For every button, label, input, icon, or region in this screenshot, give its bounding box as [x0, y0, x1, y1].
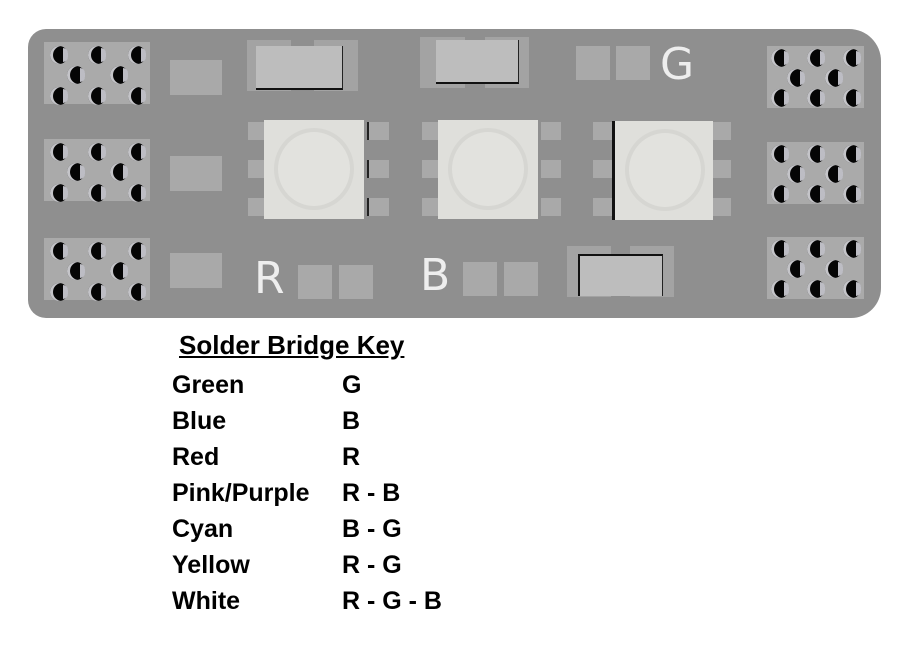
solder-bridge-g-pad-1 [576, 46, 610, 80]
led-3-pin [711, 198, 731, 216]
solder-bridge-r-pad-1 [298, 265, 332, 299]
key-color: White [172, 587, 241, 615]
led-3-pin [711, 122, 731, 140]
solder-bridge-g-pad-2 [616, 46, 650, 80]
key-bridge: B [342, 407, 361, 435]
led-3-pin [593, 160, 613, 178]
resistor-3 [578, 254, 663, 296]
header-block-right-top [767, 46, 864, 108]
key-bridge: B - G [342, 515, 402, 543]
led-2-pin [541, 198, 561, 216]
solder-bridge-r-pad-2 [339, 265, 373, 299]
led-1-pin [248, 198, 268, 216]
rgb-led-1 [264, 120, 364, 219]
led-1-pin [248, 160, 268, 178]
key-color: Cyan [172, 515, 234, 543]
resistor-1 [256, 46, 343, 90]
solder-bridge-b-pad-2 [504, 262, 538, 296]
header-block-left-top [44, 42, 150, 105]
key-bridge: R - G - B [342, 587, 442, 615]
pad-left-top [170, 60, 222, 95]
key-bridge: R - B [342, 479, 401, 507]
key-color: Yellow [172, 551, 250, 579]
key-color: Red [172, 443, 220, 471]
key-color: Blue [172, 407, 227, 435]
led-1-pin [367, 198, 389, 216]
led-3-pin [593, 122, 613, 140]
silkscreen-label-g: G [660, 39, 695, 90]
key-bridge: R - G [342, 551, 402, 579]
header-block-left-middle [44, 139, 150, 202]
led-1-pin [367, 122, 389, 140]
led-2-pin [541, 160, 561, 178]
key-bridge: G [342, 371, 362, 399]
key-title: Solder Bridge Key [179, 330, 405, 360]
rgb-led-2 [438, 120, 538, 219]
silkscreen-label-b: B [420, 250, 451, 301]
resistor-2 [436, 40, 519, 84]
rgb-led-3 [612, 121, 713, 220]
led-2-pin [422, 198, 442, 216]
led-1-pin [248, 122, 268, 140]
solder-bridge-b-pad-1 [463, 262, 497, 296]
silkscreen-label-r: R [254, 253, 285, 304]
pad-left-middle [170, 156, 222, 191]
header-block-left-bottom [44, 238, 150, 301]
led-pcb-board: G R B [28, 29, 881, 318]
led-1-pin [367, 160, 389, 178]
led-2-pin [422, 122, 442, 140]
led-2-pin [422, 160, 442, 178]
led-3-pin [711, 160, 731, 178]
header-block-right-bottom [767, 237, 864, 299]
key-bridge: R [342, 443, 361, 471]
led-3-pin [593, 198, 613, 216]
header-block-right-middle [767, 142, 864, 204]
led-2-pin [541, 122, 561, 140]
key-color: Pink/Purple [172, 479, 310, 507]
key-color: Green [172, 371, 245, 399]
pad-left-bottom [170, 253, 222, 288]
